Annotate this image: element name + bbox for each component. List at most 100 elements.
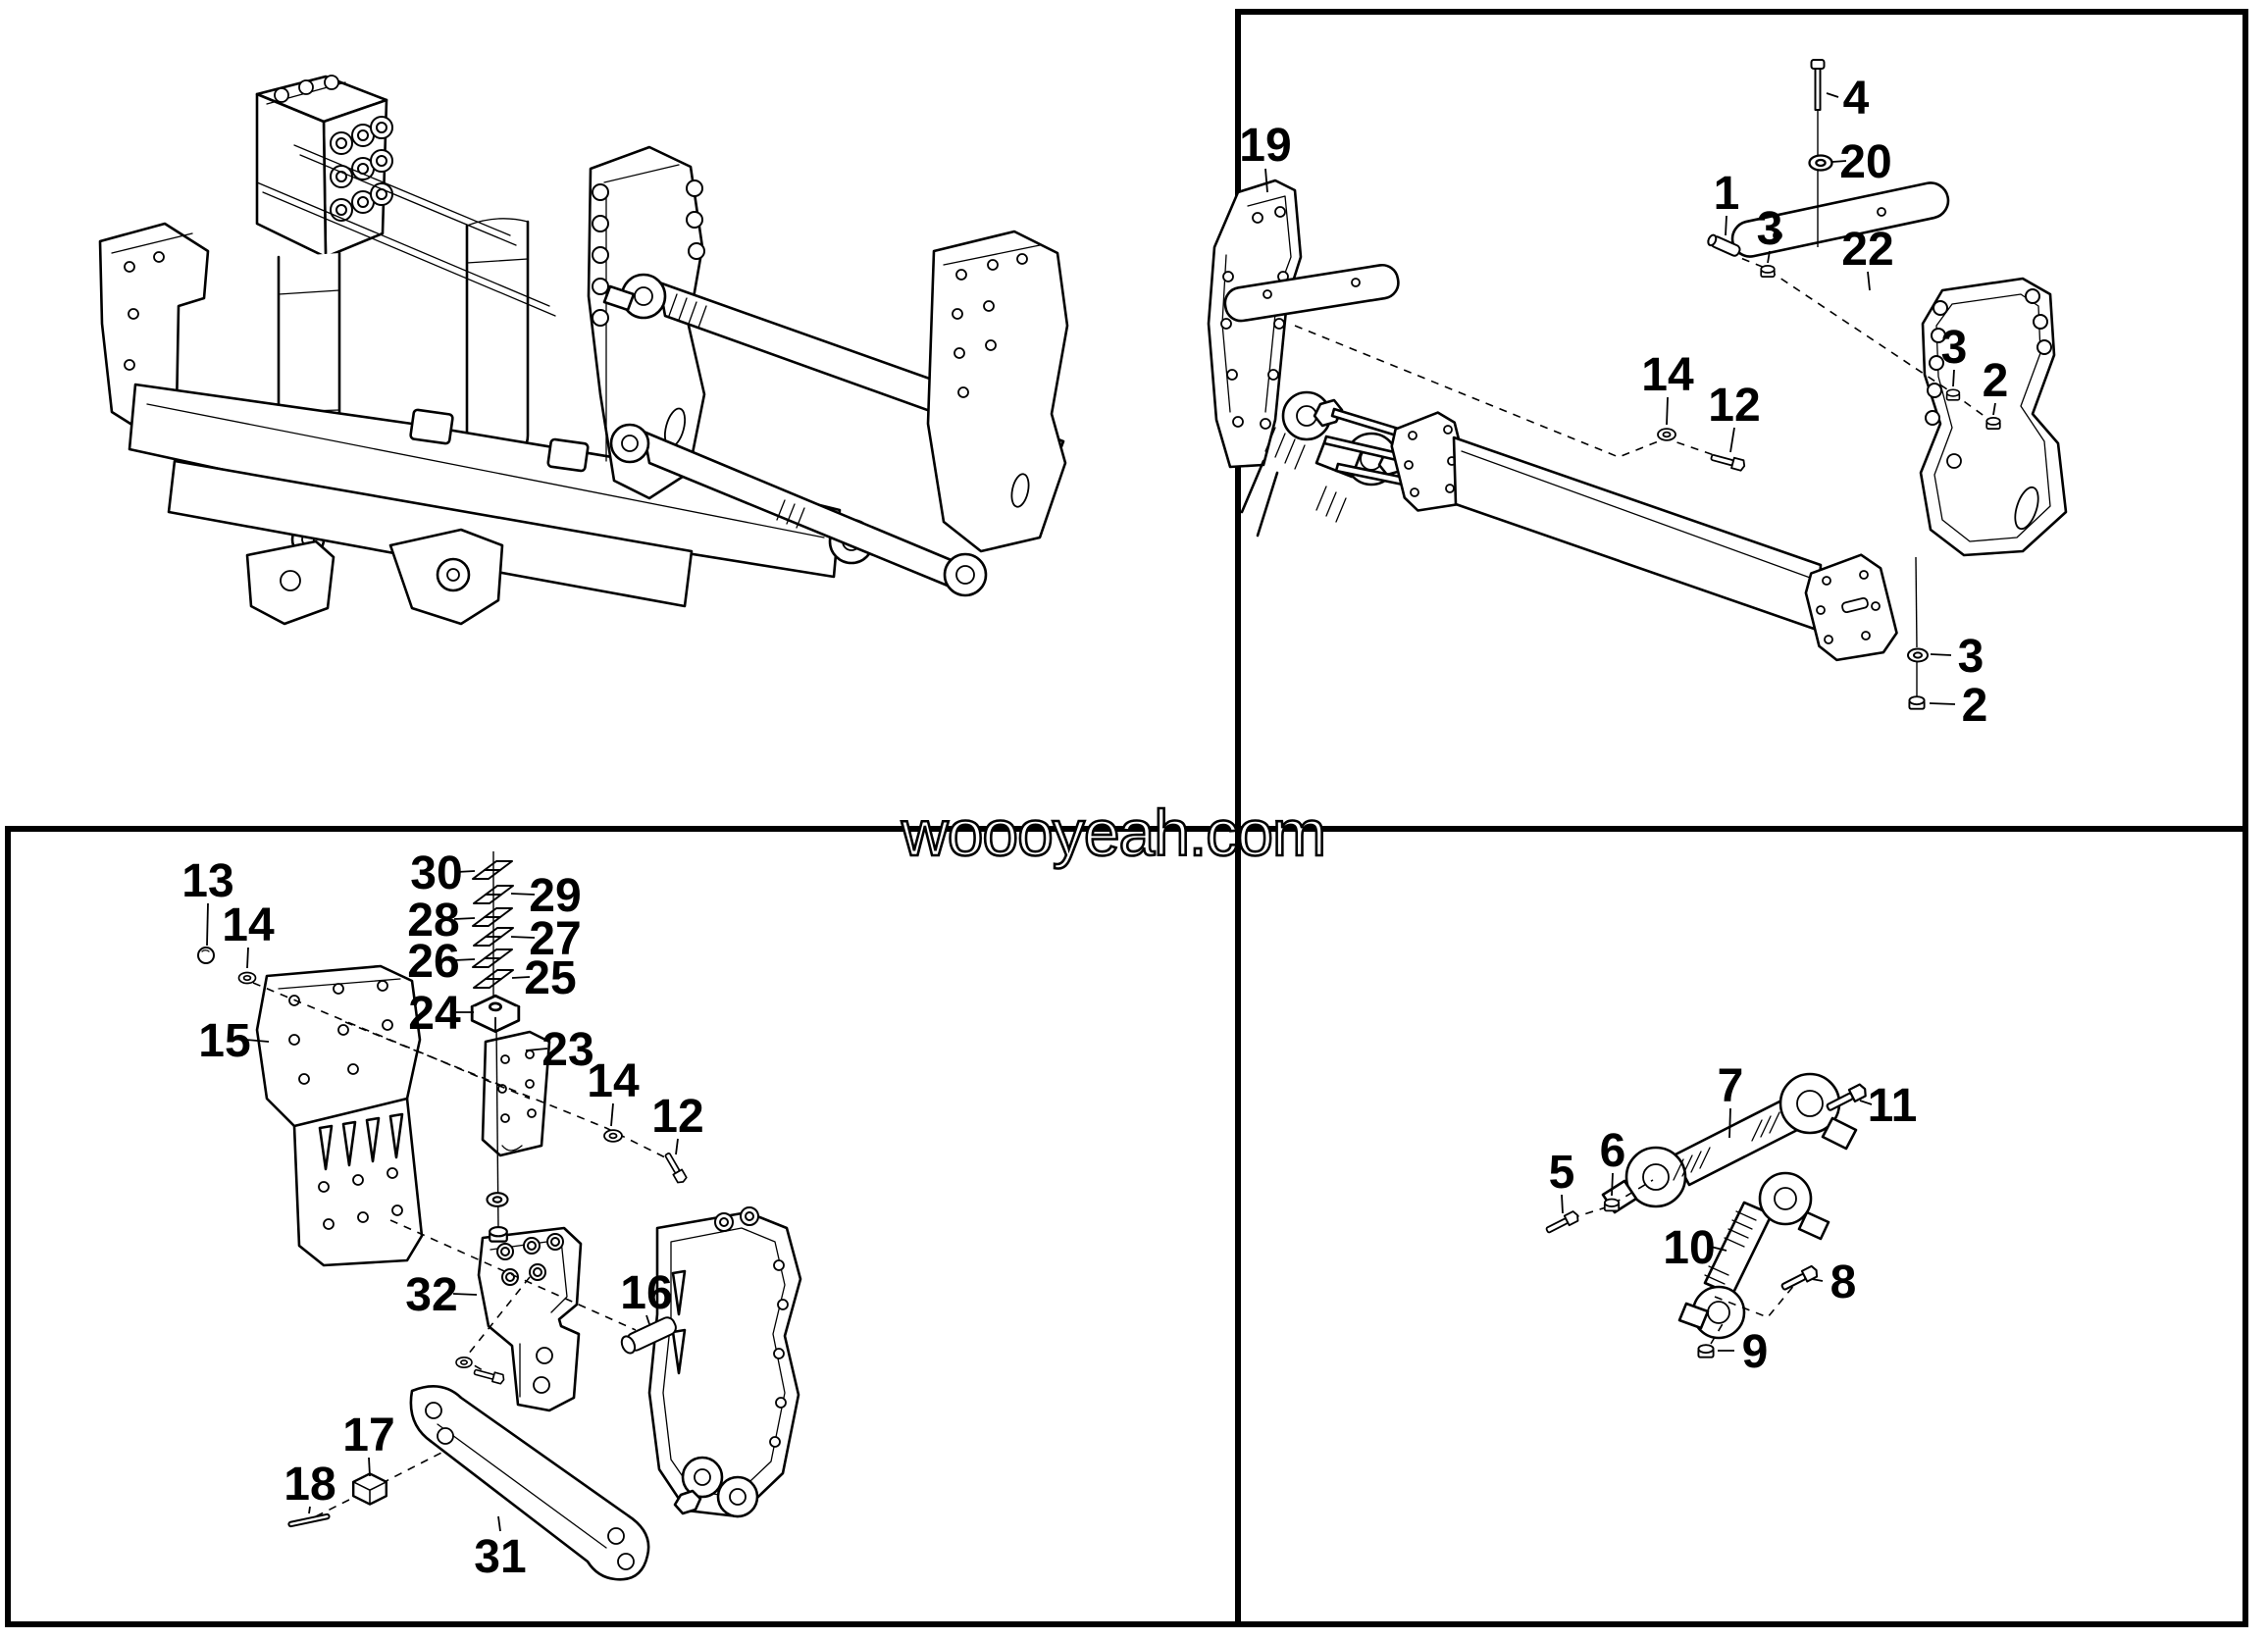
callout-top-right-20-2: 20	[1839, 136, 1891, 188]
callout-top-right-19-0: 19	[1239, 120, 1291, 172]
hw-washer	[1657, 428, 1676, 441]
hw-nut	[489, 1225, 508, 1243]
leader-line	[453, 917, 476, 920]
leader-line	[1710, 1246, 1727, 1252]
leader-line	[1561, 1194, 1564, 1214]
bracket-right-bottom-left-panel	[647, 1206, 802, 1518]
valve-block-nuts	[330, 116, 393, 222]
callout-top-right-14-6: 14	[1641, 349, 1694, 401]
hw-nut	[1945, 388, 1961, 401]
callout-top-right-1-3: 1	[1714, 168, 1740, 220]
callout-bottom-left-24-21: 24	[408, 988, 461, 1040]
callout-bottom-right-11-31: 11	[1868, 1080, 1918, 1132]
torque-rod-7	[1601, 1072, 1858, 1214]
hw-washer	[486, 1192, 509, 1207]
callout-bottom-left-16-26: 16	[620, 1267, 672, 1319]
callout-bottom-left-23-22: 23	[541, 1024, 593, 1076]
leader-line	[645, 1314, 650, 1325]
hw-washer	[1907, 647, 1929, 663]
leader-line	[497, 1515, 501, 1532]
leader-line	[1859, 1100, 1873, 1105]
hw-rodpin	[287, 1512, 331, 1528]
leader-line	[1992, 402, 1996, 416]
leader-line	[1767, 250, 1771, 264]
front-linkage-assembly-overview	[98, 75, 1069, 626]
leader-line	[245, 1039, 270, 1043]
callout-bottom-left-17-27: 17	[342, 1409, 394, 1461]
center-line	[1915, 556, 1918, 648]
leader-line	[452, 1293, 478, 1296]
watermark: woooyeah.com	[901, 796, 1325, 869]
torque-rod-10	[1677, 1171, 1830, 1340]
callout-top-right-2-9: 2	[1983, 355, 2009, 407]
plate-23	[481, 1030, 551, 1157]
bracket-32	[477, 1226, 583, 1412]
hw-washer	[603, 1129, 623, 1143]
callout-top-right-3-8: 3	[1941, 322, 1968, 374]
leader-line	[1611, 1172, 1614, 1197]
hw-washer	[455, 1357, 473, 1368]
callout-bottom-right-10-34: 10	[1663, 1222, 1715, 1274]
leader-line	[1725, 215, 1727, 236]
leader-line	[1867, 271, 1871, 291]
callout-bottom-left-25-20: 25	[524, 952, 576, 1004]
callout-bottom-left-30-15: 30	[410, 847, 462, 899]
torque-arm-top-right	[1322, 407, 1898, 662]
hw-nut	[1697, 1344, 1715, 1358]
leader-line	[1729, 427, 1735, 453]
hw-washer	[237, 971, 257, 985]
callout-bottom-right-7-30: 7	[1718, 1060, 1744, 1112]
hw-washer	[1808, 154, 1833, 172]
callout-bottom-left-28-17: 28	[407, 895, 459, 947]
leader-line	[368, 1457, 371, 1477]
leader-line	[610, 1102, 614, 1127]
leader-line	[453, 958, 476, 961]
hw-bolt	[661, 1151, 689, 1186]
leader-line	[511, 976, 531, 979]
hw-block	[470, 994, 521, 1033]
leader-line	[206, 902, 209, 947]
callout-bottom-left-18-28: 18	[284, 1459, 335, 1511]
leader-line	[510, 893, 536, 896]
leader-line	[1811, 1278, 1824, 1282]
dashed-line	[315, 1451, 444, 1517]
callout-bottom-left-32-25: 32	[405, 1269, 457, 1321]
callout-top-right-2-11: 2	[1962, 680, 1988, 732]
callout-bottom-left-27-18: 27	[529, 913, 581, 965]
leader-line	[1264, 168, 1268, 193]
dashed-line	[389, 1219, 637, 1331]
hw-nut	[1908, 695, 1926, 710]
strap-31	[409, 1385, 650, 1581]
callout-bottom-left-13-12: 13	[181, 855, 233, 907]
hw-bolt	[1709, 450, 1747, 473]
callout-top-right-12-7: 12	[1708, 380, 1760, 432]
leader-line	[1666, 396, 1669, 426]
dashed-line	[1727, 252, 1990, 421]
callout-bottom-right-8-35: 8	[1830, 1256, 1857, 1308]
dashed-line	[1294, 325, 1724, 459]
callout-bottom-left-29-16: 29	[529, 870, 581, 922]
bracket-15	[255, 964, 424, 1267]
leader-line	[675, 1138, 679, 1155]
hw-ball	[197, 947, 215, 964]
hw-nut	[1760, 265, 1776, 278]
hw-nutl	[352, 1472, 387, 1506]
callout-leaders	[206, 92, 1996, 1532]
dashed-leader-lines	[252, 252, 1990, 1517]
callout-bottom-left-31-29: 31	[474, 1531, 526, 1583]
leader-line	[1728, 1107, 1731, 1139]
callout-top-right-4-1: 4	[1843, 73, 1870, 125]
callout-bottom-left-15-14: 15	[198, 1015, 250, 1067]
center-lines	[492, 110, 1918, 1229]
callout-bottom-right-5-32: 5	[1549, 1147, 1575, 1199]
leader-line	[308, 1506, 311, 1514]
leader-line	[1929, 702, 1956, 705]
hw-nut	[1603, 1198, 1621, 1212]
hw-bolt	[1543, 1209, 1581, 1237]
bracket-22	[1730, 181, 2068, 557]
dashed-line	[252, 982, 531, 1100]
leader-line	[1952, 369, 1955, 387]
leader-line	[1826, 92, 1839, 98]
